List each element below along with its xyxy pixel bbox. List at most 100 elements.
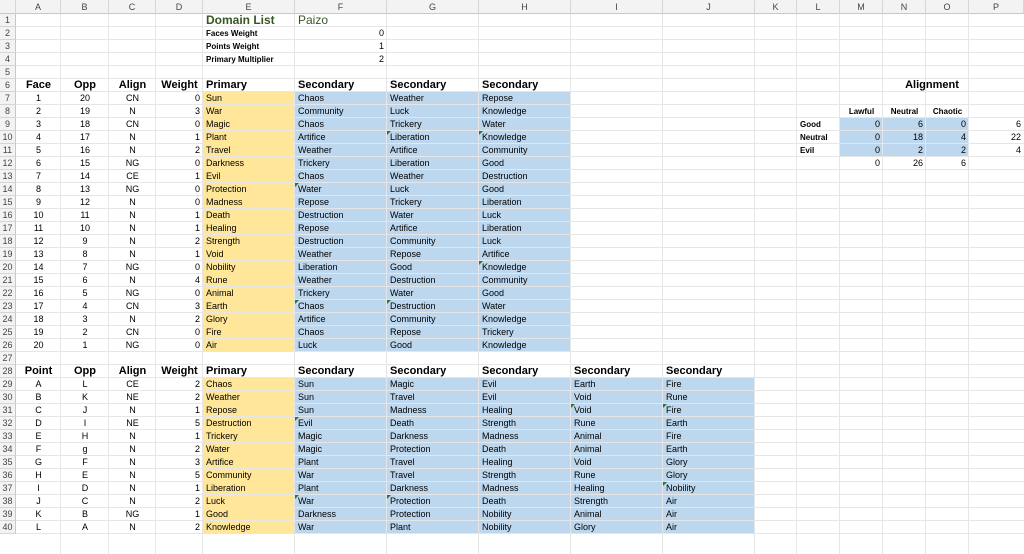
table2-header-cell[interactable]: Secondary [390,365,447,377]
table2-cell[interactable]: Strength [574,496,609,506]
table2-cell[interactable]: 2 [194,379,200,389]
table2-cell[interactable]: CE [126,379,139,389]
weight-value[interactable]: 2 [378,54,384,64]
row-header[interactable]: 37 [0,482,16,495]
table1-cell[interactable]: 8 [35,184,41,194]
table1-cell[interactable]: 6 [82,275,88,285]
table2-cell[interactable]: Plant [390,522,411,532]
table1-cell[interactable]: Chaos [298,171,325,181]
table1-cell[interactable]: 0 [194,197,200,207]
table1-cell[interactable]: 1 [35,93,41,103]
alignment-value[interactable]: 2 [917,145,923,155]
table1-header-cell[interactable]: Align [118,79,147,91]
table1-cell[interactable]: CN [126,119,139,129]
table1-cell[interactable]: N [129,314,136,324]
table1-cell[interactable]: 18 [33,314,44,324]
table1-cell[interactable]: N [129,236,136,246]
row-header[interactable]: 11 [0,144,16,157]
table1-cell[interactable]: 5 [82,288,88,298]
table1-cell[interactable]: 2 [194,314,200,324]
column-header[interactable]: O [926,0,969,14]
table2-cell[interactable]: Magic [298,431,323,441]
alignment-title[interactable]: Alignment [905,79,959,91]
table1-cell[interactable]: 0 [194,119,200,129]
table1-cell[interactable]: Chaos [298,301,325,311]
table2-cell[interactable]: Plant [298,483,319,493]
table1-cell[interactable]: Madness [206,197,243,207]
row-header[interactable]: 33 [0,430,16,443]
table1-cell[interactable]: Travel [206,145,231,155]
table2-cell[interactable]: N [129,496,136,506]
table2-cell[interactable]: Fire [666,431,682,441]
table2-cell[interactable]: Water [206,444,230,454]
table2-cell[interactable]: Death [390,418,415,428]
row-header[interactable]: 24 [0,313,16,326]
alignment-row-total[interactable]: 22 [1010,132,1021,142]
table2-cell[interactable]: B [35,392,42,402]
table2-cell[interactable]: B [81,509,88,519]
table2-cell[interactable]: Sun [298,379,315,389]
row-header[interactable]: 7 [0,92,16,105]
table1-cell[interactable]: CE [126,171,139,181]
table2-cell[interactable]: Repose [206,405,238,415]
table2-cell[interactable]: K [35,509,42,519]
table2-cell[interactable]: Animal [574,509,602,519]
table1-cell[interactable]: 14 [79,171,90,181]
table1-cell[interactable]: 0 [194,288,200,298]
table2-cell[interactable]: H [81,431,89,441]
table2-cell[interactable]: War [298,522,315,532]
table2-header-cell[interactable]: Weight [161,365,198,377]
table1-cell[interactable]: Luck [390,106,410,116]
table1-cell[interactable]: 9 [82,236,88,246]
table2-header-cell[interactable]: Primary [206,365,247,377]
alignment-col-total[interactable]: 26 [912,158,923,168]
row-header[interactable]: 27 [0,352,16,365]
table1-cell[interactable]: NG [125,184,140,194]
table2-cell[interactable]: I [83,418,87,428]
table2-cell[interactable]: 1 [194,483,200,493]
table1-cell[interactable]: Knowledge [482,314,527,324]
table2-cell[interactable]: Air [666,522,677,532]
alignment-value[interactable]: 18 [912,132,923,142]
table2-cell[interactable]: Weather [206,392,240,402]
table2-cell[interactable]: Artifice [206,457,234,467]
column-header[interactable]: F [295,0,387,14]
table2-cell[interactable]: War [298,496,315,506]
table2-cell[interactable]: Darkness [298,509,337,519]
table1-cell[interactable]: 1 [194,132,200,142]
table1-cell[interactable]: N [129,223,136,233]
row-header[interactable]: 1 [0,14,16,27]
table2-cell[interactable]: Luck [206,496,226,506]
table2-cell[interactable]: Nobility [482,509,512,519]
table1-cell[interactable]: Community [482,145,528,155]
table2-cell[interactable]: Rune [574,470,596,480]
table1-cell[interactable]: Weather [298,145,332,155]
table2-cell[interactable]: Evil [298,418,313,428]
table1-cell[interactable]: Repose [298,223,330,233]
table2-cell[interactable]: F [82,457,88,467]
table2-cell[interactable]: Knowledge [206,522,251,532]
table1-cell[interactable]: Strength [206,236,241,246]
alignment-row-label[interactable]: Good [800,120,821,129]
alignment-value[interactable]: 0 [874,145,880,155]
table1-cell[interactable]: 17 [79,132,90,142]
table1-cell[interactable]: Artifice [390,223,418,233]
row-header[interactable]: 18 [0,235,16,248]
domain-list-title[interactable]: Domain List [206,13,275,27]
table1-cell[interactable]: 19 [79,106,90,116]
weight-value[interactable]: 1 [378,41,384,51]
table1-cell[interactable]: 0 [194,327,200,337]
table1-cell[interactable]: Repose [482,93,514,103]
table2-cell[interactable]: NG [125,509,140,519]
table2-cell[interactable]: Darkness [390,431,429,441]
column-header[interactable]: J [663,0,755,14]
column-header[interactable]: C [109,0,156,14]
row-header[interactable]: 30 [0,391,16,404]
table2-cell[interactable]: Travel [390,392,415,402]
table1-cell[interactable]: 1 [194,223,200,233]
table2-cell[interactable]: N [129,457,136,467]
table2-cell[interactable]: G [34,457,42,467]
table2-cell[interactable]: NE [126,418,139,428]
table1-header-cell[interactable]: Secondary [482,79,539,91]
table1-cell[interactable]: Glory [206,314,228,324]
